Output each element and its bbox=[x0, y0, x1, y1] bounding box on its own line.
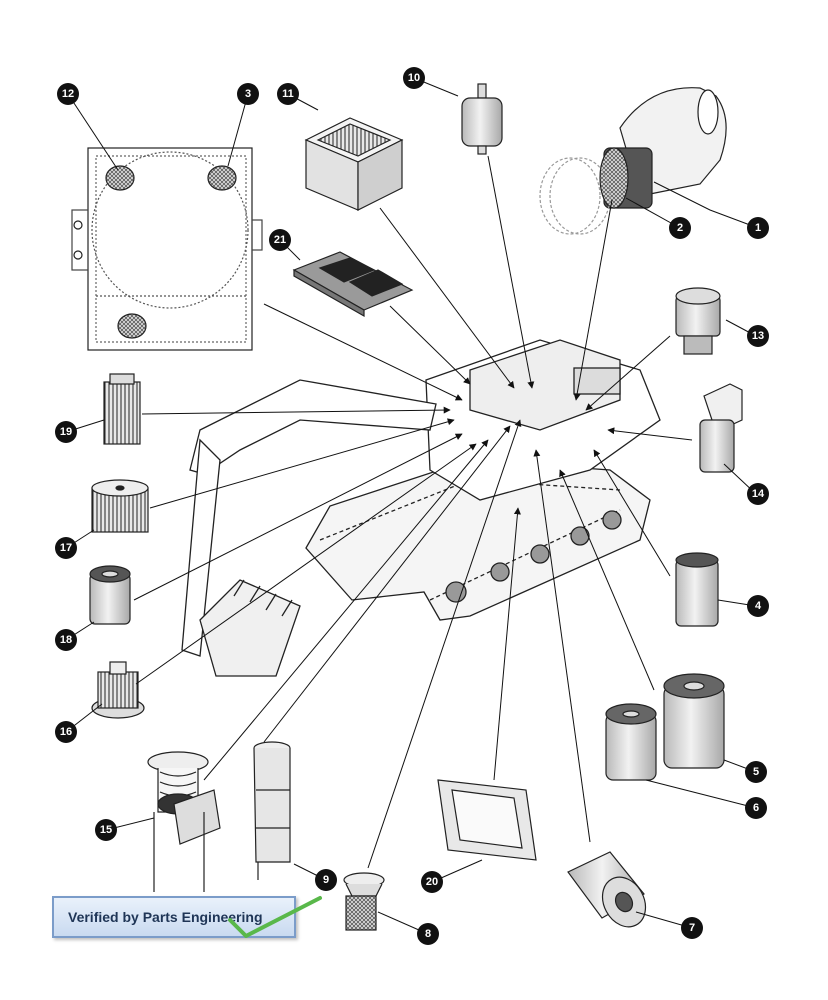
pleated-air-element bbox=[91, 479, 149, 533]
callout-20: 20 bbox=[421, 871, 443, 893]
svg-text:15: 15 bbox=[100, 824, 112, 836]
spin-on-filter-7 bbox=[567, 851, 647, 928]
verified-stamp-text: Verified by Parts Engineering bbox=[68, 909, 263, 925]
verified-stamp: Verified by Parts Engineering bbox=[52, 896, 296, 938]
callout-15: 15 bbox=[95, 819, 117, 841]
hydraulic-suction-strainer bbox=[103, 373, 141, 445]
callout-21: 21 bbox=[269, 229, 291, 251]
cylindrical-strainer-9 bbox=[253, 741, 291, 880]
radiator-illustration bbox=[71, 147, 263, 351]
svg-text:3: 3 bbox=[245, 88, 251, 100]
callout-5: 5 bbox=[745, 761, 767, 783]
callout-16: 16 bbox=[55, 721, 77, 743]
svg-text:6: 6 bbox=[753, 802, 759, 814]
callout-11: 11 bbox=[277, 83, 299, 105]
spin-on-filter-6 bbox=[605, 703, 657, 781]
excavator-illustration bbox=[181, 339, 661, 677]
svg-text:1: 1 bbox=[755, 222, 761, 234]
svg-text:11: 11 bbox=[282, 88, 294, 100]
svg-text:5: 5 bbox=[753, 766, 759, 778]
callout-8: 8 bbox=[417, 923, 439, 945]
fuel-water-separator bbox=[675, 287, 721, 355]
callout-7: 7 bbox=[681, 917, 703, 939]
callout-14: 14 bbox=[747, 483, 769, 505]
spin-on-filter-4 bbox=[675, 552, 719, 627]
svg-text:10: 10 bbox=[408, 72, 420, 84]
svg-text:21: 21 bbox=[274, 234, 286, 246]
callout-13: 13 bbox=[747, 325, 769, 347]
callout-9: 9 bbox=[315, 869, 337, 891]
callout-3: 3 bbox=[237, 83, 259, 105]
hydraulic-filter-housing-15 bbox=[147, 751, 221, 892]
svg-text:16: 16 bbox=[60, 726, 72, 738]
svg-text:12: 12 bbox=[62, 88, 74, 100]
pilot-filter-element bbox=[292, 251, 414, 318]
svg-text:13: 13 bbox=[752, 330, 764, 342]
svg-text:20: 20 bbox=[426, 876, 438, 888]
cab-air-filter-20 bbox=[437, 779, 537, 861]
callout-18: 18 bbox=[55, 629, 77, 651]
svg-text:2: 2 bbox=[677, 222, 683, 234]
svg-text:18: 18 bbox=[60, 634, 72, 646]
svg-text:17: 17 bbox=[60, 542, 72, 554]
cabin-air-filter-box bbox=[304, 117, 404, 211]
callout-1: 1 bbox=[747, 217, 769, 239]
checkmark-icon bbox=[228, 896, 322, 938]
svg-text:19: 19 bbox=[60, 426, 72, 438]
svg-text:9: 9 bbox=[323, 874, 329, 886]
svg-text:8: 8 bbox=[425, 928, 431, 940]
svg-text:14: 14 bbox=[752, 488, 765, 500]
callout-2: 2 bbox=[669, 217, 691, 239]
svg-text:7: 7 bbox=[689, 922, 695, 934]
strainer-8 bbox=[343, 872, 385, 931]
callout-10: 10 bbox=[403, 67, 425, 89]
callout-17: 17 bbox=[55, 537, 77, 559]
fuel-filter-with-bracket bbox=[699, 383, 743, 473]
callout-6: 6 bbox=[745, 797, 767, 819]
inline-fuel-filter bbox=[461, 83, 503, 155]
callout-19: 19 bbox=[55, 421, 77, 443]
svg-text:4: 4 bbox=[755, 600, 762, 612]
callout-12: 12 bbox=[57, 83, 79, 105]
air-cleaner-assembly bbox=[539, 87, 727, 235]
return-filter-16 bbox=[91, 661, 145, 719]
spin-on-filter-18 bbox=[89, 565, 131, 625]
spin-on-filter-5 bbox=[663, 673, 725, 769]
callout-4: 4 bbox=[747, 595, 769, 617]
